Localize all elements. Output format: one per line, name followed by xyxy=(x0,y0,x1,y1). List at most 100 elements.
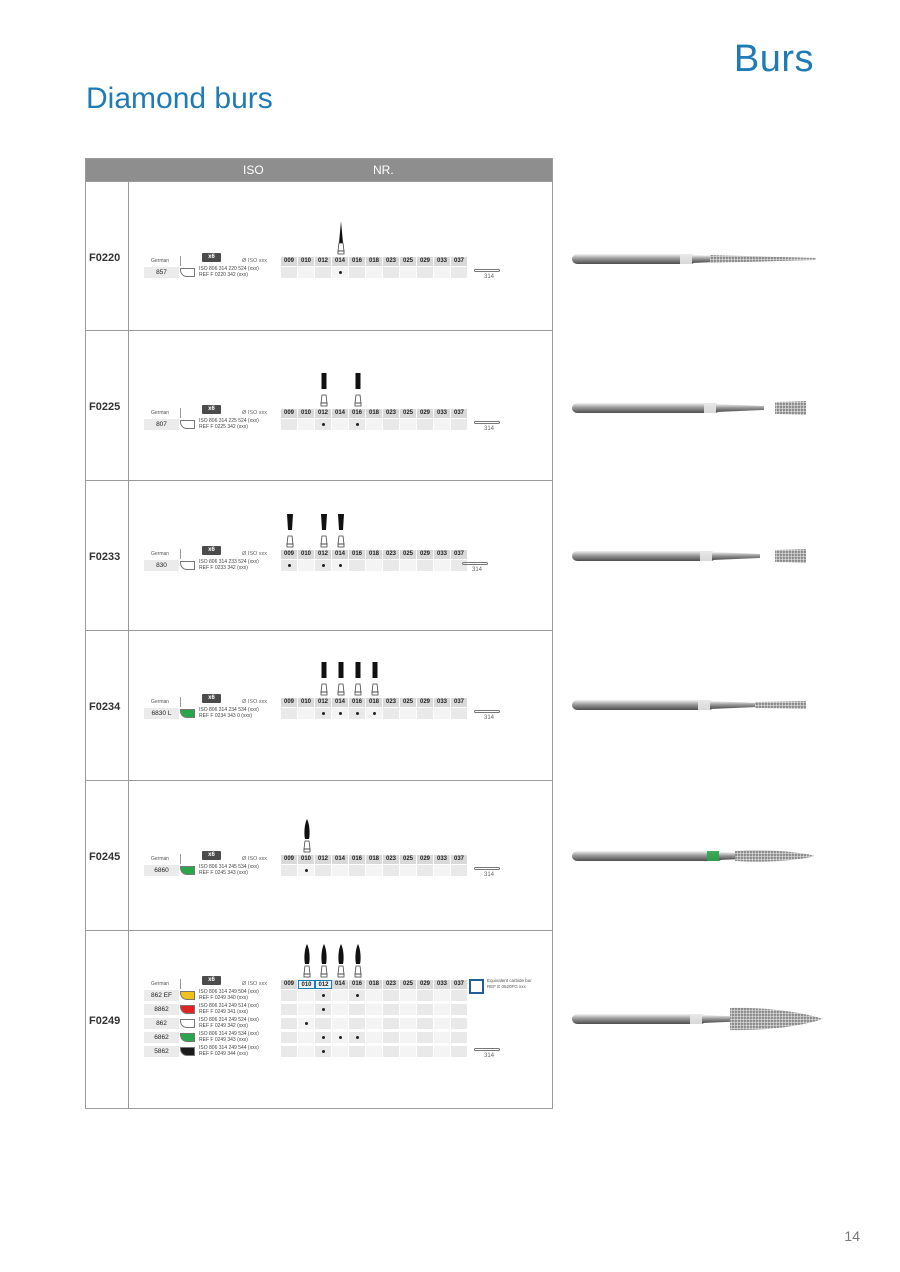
grid-cell xyxy=(400,990,417,1001)
variant-refs: ISO 806 314 225 524 (xxx)REF F 0225 342 … xyxy=(199,418,259,430)
grid-cell xyxy=(417,419,434,430)
available-dot xyxy=(298,1018,315,1029)
grid-cell xyxy=(349,865,366,876)
available-dot xyxy=(315,708,332,719)
grid-cell xyxy=(366,1032,383,1043)
grid-cell xyxy=(281,419,298,430)
size-029: 029 xyxy=(417,550,434,559)
bur-silhouette-018 xyxy=(370,662,380,701)
size-009: 009 xyxy=(281,980,298,989)
grid-cell xyxy=(315,1018,332,1029)
color-ring-swatch xyxy=(180,1019,195,1028)
grid-cell xyxy=(366,1004,383,1015)
grid-cell xyxy=(298,708,315,719)
grid-cell xyxy=(281,267,298,278)
iso-ref: ISO 806 314 233 524 (xxx) xyxy=(199,559,259,565)
grid-cell xyxy=(281,865,298,876)
size-037: 037 xyxy=(451,257,468,266)
grid-cell xyxy=(417,1046,434,1057)
grid-cell xyxy=(332,990,349,1001)
availability-grid xyxy=(281,1046,468,1057)
catalog-ref: REF F 0249 342 (xxx) xyxy=(199,1022,248,1029)
availability-grid xyxy=(281,1018,468,1029)
bur-silhouette-012 xyxy=(319,514,329,553)
size-009: 009 xyxy=(281,409,298,418)
size-016: 016 xyxy=(349,550,366,559)
catalog-ref: REF F 0220 342 (xxx) xyxy=(199,271,248,278)
grid-cell xyxy=(383,865,400,876)
iso-label: Ø ISO xxx xyxy=(242,699,268,705)
product-code: F0245 xyxy=(89,851,121,863)
bur-silhouette-016 xyxy=(353,944,363,983)
grid-cell xyxy=(400,419,417,430)
shank-bar xyxy=(474,867,500,870)
catalog-ref: REF F 0225 342 (xxx) xyxy=(199,423,248,430)
variant-refs: ISO 806 314 245 534 (xxx)REF F 0245 343 … xyxy=(199,864,259,876)
size-010: 010 xyxy=(298,855,315,864)
iso-ref: ISO 806 314 220 524 (xxx) xyxy=(199,266,259,272)
shank-bar xyxy=(462,562,488,565)
german-label: German xyxy=(151,856,170,862)
shank-label: 314 xyxy=(484,274,495,280)
size-009: 009 xyxy=(281,855,298,864)
section-title: Burs xyxy=(733,38,814,80)
size-029: 029 xyxy=(417,698,434,707)
availability-grid xyxy=(281,1004,468,1015)
grid-cell xyxy=(451,1046,468,1057)
grid-cell xyxy=(281,1046,298,1057)
grid-cell xyxy=(366,267,383,278)
iso-ref: ISO 806 314 249 534 (xxx) xyxy=(199,1031,259,1037)
available-dot xyxy=(349,1032,366,1043)
size-023: 023 xyxy=(383,855,400,864)
variant-number: 862 xyxy=(144,1018,179,1029)
shank-label: 314 xyxy=(484,426,495,432)
bur-photo-4 xyxy=(572,850,815,862)
available-dot xyxy=(332,267,349,278)
size-037: 037 xyxy=(451,550,468,559)
german-divider xyxy=(180,256,181,266)
availability-grid xyxy=(281,267,468,278)
color-ring-swatch xyxy=(180,1047,195,1056)
catalog-ref: REF F 0249 341 (xxx) xyxy=(199,1008,248,1015)
bur-photo-2 xyxy=(572,549,806,563)
bur-silhouette-016 xyxy=(353,662,363,701)
variant-refs: ISO 806 314 249 544 (xxx)REF F 0249 344 … xyxy=(199,1045,259,1057)
grid-cell xyxy=(417,560,434,571)
availability-grid xyxy=(281,708,468,719)
german-label: German xyxy=(151,551,170,557)
grid-cell xyxy=(434,865,451,876)
size-023: 023 xyxy=(383,257,400,266)
size-012: 012 xyxy=(315,257,332,266)
available-dot xyxy=(315,990,332,1001)
size-014: 014 xyxy=(332,257,349,266)
variant-refs: ISO 806 314 220 524 (xxx)REF F 0220 342 … xyxy=(199,266,259,278)
size-014: 014 xyxy=(332,550,349,559)
grid-cell xyxy=(417,1004,434,1015)
grid-cell xyxy=(315,865,332,876)
available-dot xyxy=(332,1032,349,1043)
bur-photo-1 xyxy=(572,401,806,415)
bur-photo-0 xyxy=(572,254,816,264)
size-018: 018 xyxy=(366,698,383,707)
grid-cell xyxy=(400,267,417,278)
size-016: 016 xyxy=(349,855,366,864)
grid-cell xyxy=(434,267,451,278)
available-dot xyxy=(315,1032,332,1043)
size-018: 018 xyxy=(366,409,383,418)
size-025: 025 xyxy=(400,855,417,864)
grid-cell xyxy=(400,1032,417,1043)
variant-number: 6830 L xyxy=(144,708,179,719)
catalog-ref: REF F 0249 340 (xxx) xyxy=(199,994,248,1001)
variant-refs: ISO 806 314 233 524 (xxx)REF F 0233 342 … xyxy=(199,559,259,571)
grid-cell xyxy=(349,267,366,278)
iso-label: Ø ISO xxx xyxy=(242,981,268,987)
size-012: 012 xyxy=(315,855,332,864)
size-037: 037 xyxy=(451,698,468,707)
grid-cell xyxy=(366,865,383,876)
grid-cell xyxy=(383,1018,400,1029)
size-009: 009 xyxy=(281,257,298,266)
availability-grid xyxy=(281,865,468,876)
